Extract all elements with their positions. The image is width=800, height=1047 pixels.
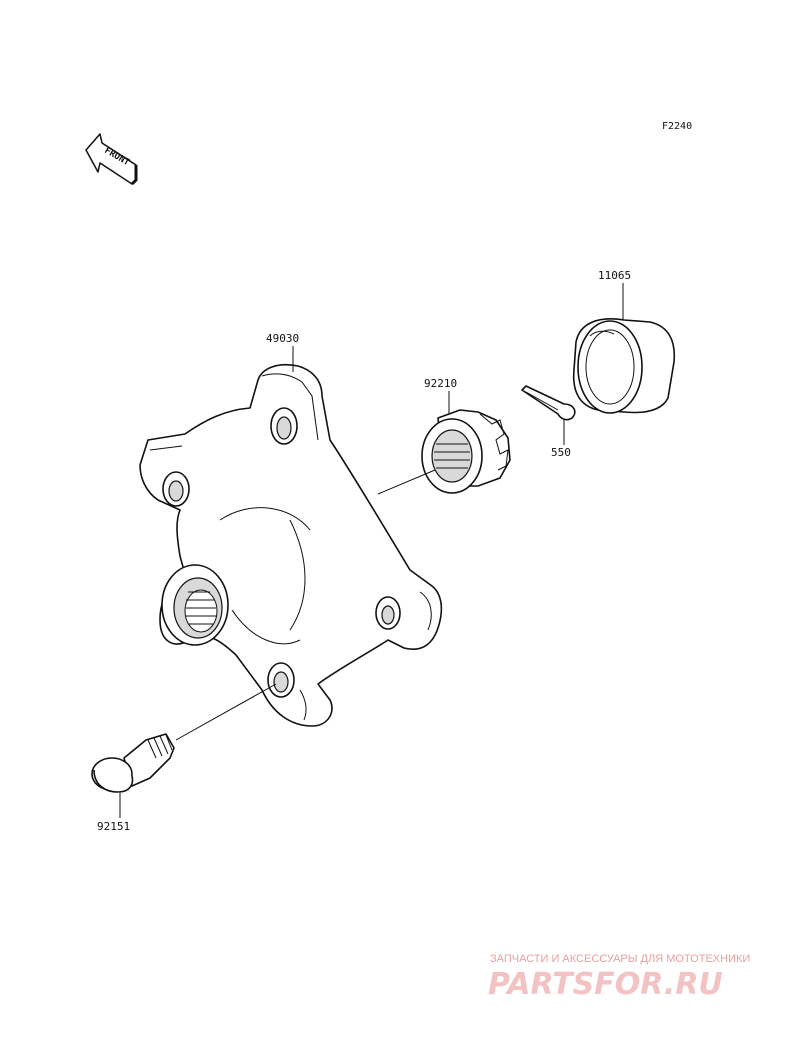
part-label-stud-bolt: 92151 [97, 820, 130, 833]
part-label-hub: 49030 [266, 332, 299, 345]
watermark-tagline: ЗАПЧАСТИ И АКСЕССУАРЫ ДЛЯ МОТОТЕХНИКИ [490, 953, 750, 965]
watermark-logo: PARTSFOR.RU [488, 967, 723, 1002]
stud-bolt-drawing [91, 733, 175, 793]
hub-drawing [139, 364, 443, 727]
part-label-nut: 92210 [424, 377, 457, 390]
nut-drawing [421, 409, 511, 494]
collar-drawing [572, 318, 676, 414]
front-arrow-icon: FRONT [85, 133, 138, 186]
part-label-collar: 11065 [598, 269, 631, 282]
cotter-pin-drawing [521, 385, 576, 421]
figure-code: F2240 [662, 121, 692, 132]
part-label-cotter-pin: 550 [551, 446, 571, 459]
